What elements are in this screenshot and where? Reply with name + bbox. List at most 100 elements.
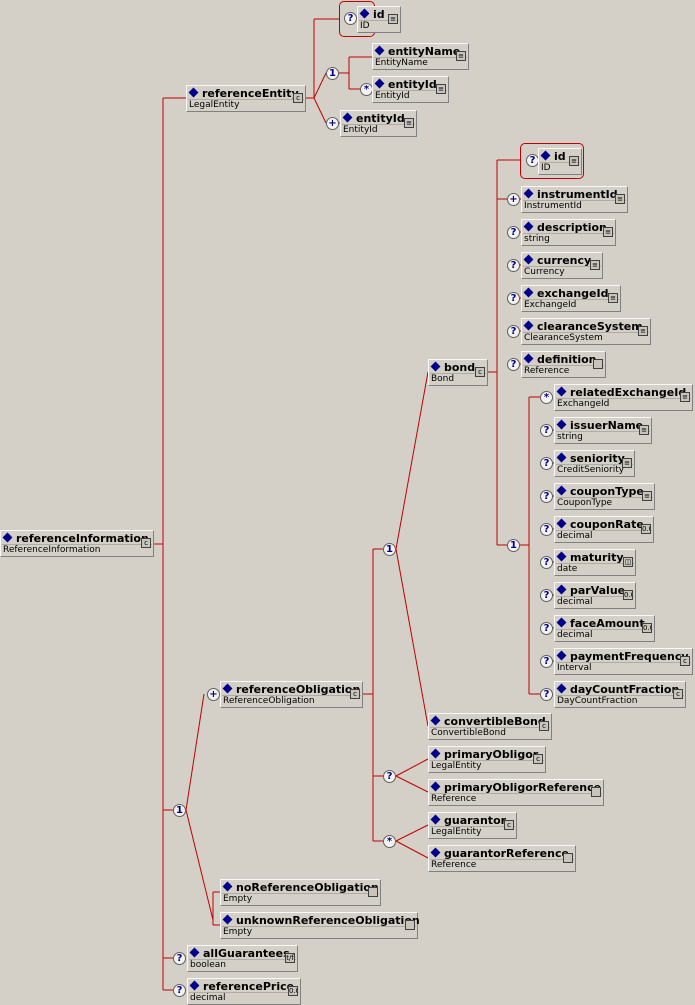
element-referenceInformation[interactable]: referenceInformation ReferenceInformatio…	[0, 530, 154, 557]
element-definition[interactable]: definition Reference	[521, 351, 606, 378]
simple-type-icon: ≡	[436, 84, 446, 94]
element-exchangeId[interactable]: exchangeId ExchangeId ≡	[521, 285, 621, 312]
choice-indicator[interactable]: 1	[326, 67, 339, 80]
complex-type-icon[interactable]: c	[539, 721, 549, 731]
element-type: ID	[360, 21, 370, 31]
element-diamond-icon	[189, 980, 200, 991]
element-instrumentId[interactable]: instrumentId InstrumentId ≡	[521, 186, 628, 213]
element-referenceObligation[interactable]: referenceObligation ReferenceObligation …	[220, 681, 363, 708]
element-seniority[interactable]: seniority CreditSeniority ≡	[554, 450, 635, 477]
element-maturity[interactable]: maturity date ◫	[554, 549, 636, 576]
attribute-group-box	[520, 143, 584, 179]
element-name: referenceInformation	[16, 532, 149, 545]
element-type: Currency	[524, 267, 565, 277]
zero-or-more-indicator: *	[540, 391, 553, 404]
complex-type-icon[interactable]: c	[533, 754, 543, 764]
element-name: guarantor	[444, 814, 507, 827]
element-currency[interactable]: currency Currency ≡	[521, 252, 603, 279]
element-type: Reference	[431, 860, 477, 870]
element-primaryObligor[interactable]: primaryObligor LegalEntity c	[428, 746, 546, 773]
element-type: DayCountFraction	[557, 696, 638, 706]
element-referencePrice[interactable]: referencePrice decimal 0.0	[187, 978, 301, 1005]
complex-type-icon[interactable]: c	[293, 93, 303, 103]
element-primaryObligorReference[interactable]: primaryObligorReference Reference	[428, 779, 604, 806]
element-guarantor[interactable]: guarantor LegalEntity c	[428, 812, 517, 839]
element-couponRate[interactable]: couponRate decimal 0.0	[554, 516, 654, 543]
element-name: referenceObligation	[236, 683, 361, 696]
element-name: referenceEntity	[202, 87, 299, 100]
element-couponType[interactable]: couponType CouponType ≡	[554, 483, 655, 510]
element-name: id	[554, 150, 566, 163]
element-convertibleBond[interactable]: convertibleBond ConvertibleBond c	[428, 713, 552, 740]
element-diamond-icon	[374, 78, 385, 89]
element-type: Empty	[223, 894, 253, 904]
element-name: couponType	[570, 485, 644, 498]
element-paymentFrequency[interactable]: paymentFrequency Interval c	[554, 648, 693, 675]
element-referenceEntity[interactable]: referenceEntity LegalEntity c	[186, 85, 306, 112]
element-diamond-icon	[430, 748, 441, 759]
element-description[interactable]: description string ≡	[521, 219, 616, 246]
element-diamond-icon	[556, 617, 567, 628]
element-name: definition	[537, 353, 597, 366]
element-name: entityId	[388, 78, 437, 91]
element-guarantorReference[interactable]: guarantorReference Reference	[428, 845, 576, 872]
element-diamond-icon	[556, 551, 567, 562]
complex-type-icon[interactable]: c	[680, 656, 690, 666]
element-name: exchangeId	[537, 287, 609, 300]
element-type: ConvertibleBond	[431, 728, 506, 738]
attribute-id[interactable]: id ID ≡	[538, 148, 582, 175]
empty-icon	[563, 853, 573, 863]
element-allGuarantees[interactable]: allGuarantees boolean t/f	[187, 945, 298, 972]
complex-type-icon[interactable]: c	[504, 820, 514, 830]
element-relatedExchangeId[interactable]: relatedExchangeId ExchangeId ≡	[554, 384, 693, 411]
element-bond[interactable]: bond Bond c	[428, 359, 488, 386]
element-diamond-icon	[523, 254, 534, 265]
element-issuerName[interactable]: issuerName string ≡	[554, 417, 652, 444]
element-parValue[interactable]: parValue decimal 0.0	[554, 582, 636, 609]
attribute-id[interactable]: id ID ≡	[357, 6, 401, 33]
element-clearanceSystem[interactable]: clearanceSystem ClearanceSystem ≡	[521, 318, 651, 345]
complex-type-icon[interactable]: c	[673, 689, 683, 699]
choice-indicator[interactable]: 1	[507, 539, 520, 552]
simple-type-icon: ≡	[642, 491, 652, 501]
boolean-icon: t/f	[285, 953, 295, 963]
complex-type-icon[interactable]: c	[141, 538, 151, 548]
element-unknownReferenceObligation[interactable]: unknownReferenceObligation Empty	[220, 912, 420, 939]
decimal-icon: 0.0	[642, 623, 652, 633]
element-name: faceAmount	[570, 617, 645, 630]
element-diamond-icon	[523, 320, 534, 331]
date-icon: ◫	[623, 557, 633, 567]
element-entityName[interactable]: entityName EntityName ≡	[372, 43, 469, 70]
decimal-icon: 0.0	[641, 524, 651, 534]
element-noReferenceObligation[interactable]: noReferenceObligation Empty	[220, 879, 381, 906]
empty-icon	[405, 920, 415, 930]
element-type: ExchangeId	[524, 300, 577, 310]
simple-type-icon: ≡	[622, 458, 632, 468]
choice-indicator[interactable]: 1	[383, 543, 396, 556]
element-type: CreditSeniority	[557, 465, 625, 475]
element-diamond-icon	[556, 485, 567, 496]
complex-type-icon[interactable]: c	[350, 689, 360, 699]
element-type: Reference	[524, 366, 570, 376]
element-name: allGuarantees	[203, 947, 290, 960]
optional-indicator: ?	[173, 952, 186, 965]
simple-type-icon: ≡	[388, 14, 398, 24]
element-name: referencePrice	[203, 980, 295, 993]
element-type: EntityId	[343, 125, 378, 135]
element-entityId[interactable]: entityId EntityId ≡	[340, 110, 417, 137]
element-name: seniority	[570, 452, 625, 465]
element-diamond-icon	[556, 386, 567, 397]
element-diamond-icon	[556, 419, 567, 430]
choice-indicator[interactable]: 1	[173, 804, 186, 817]
complex-type-icon[interactable]: c	[475, 367, 485, 377]
element-faceAmount[interactable]: faceAmount decimal 0.0	[554, 615, 655, 642]
element-dayCountFraction[interactable]: dayCountFraction DayCountFraction c	[554, 681, 686, 708]
element-name: entityId	[356, 112, 405, 125]
element-name: issuerName	[570, 419, 644, 432]
element-name: bond	[444, 361, 476, 374]
element-name: guarantorReference	[444, 847, 569, 860]
element-name: maturity	[570, 551, 624, 564]
element-entityId[interactable]: entityId EntityId ≡	[372, 76, 449, 103]
element-name: instrumentId	[537, 188, 618, 201]
element-type: Empty	[223, 927, 253, 937]
